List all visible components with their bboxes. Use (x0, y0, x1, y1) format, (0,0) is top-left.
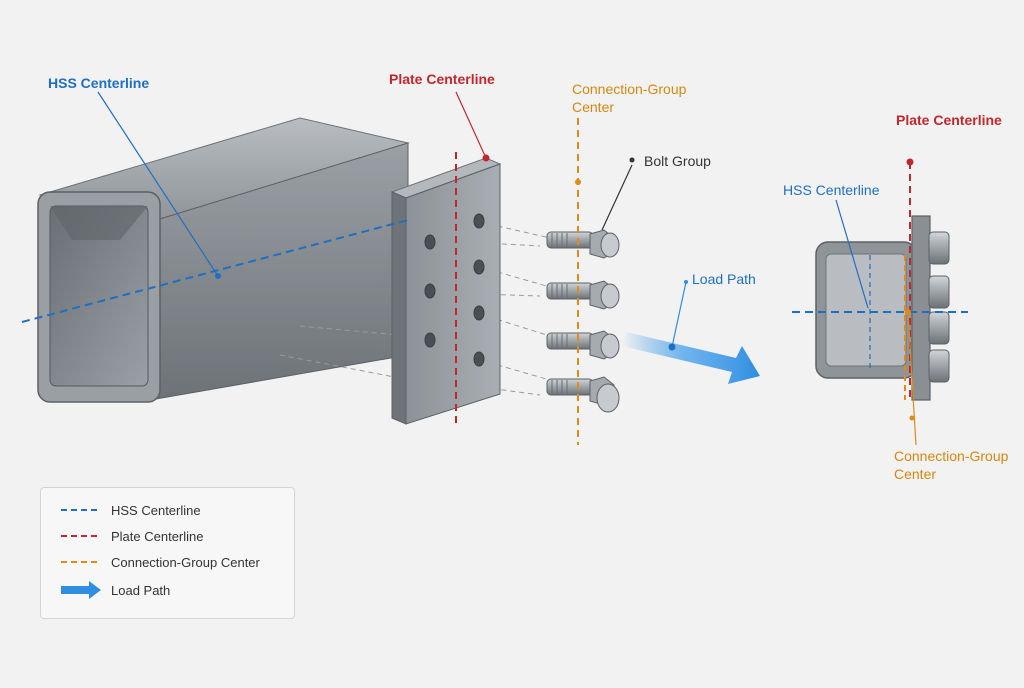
bolt (546, 229, 620, 259)
legend-label: HSS Centerline (111, 502, 201, 518)
legend-item-hss-centerline: HSS Centerline (59, 500, 201, 520)
bolt (546, 280, 620, 310)
legend-item-load-path: Load Path (59, 580, 170, 600)
plate-centerline-label-main: Plate Centerline (389, 71, 495, 87)
hss-centerline-side-leader (835, 199, 869, 309)
bolt (546, 330, 620, 360)
bolt (546, 376, 620, 413)
plate-centerline-label-side: Plate Centerline (896, 112, 1002, 128)
bolt-threads (551, 233, 568, 394)
connection-group-side-leader (907, 311, 917, 446)
bolt-group (546, 229, 620, 413)
load-path-arrow (622, 280, 760, 384)
legend-swatch-plate (61, 535, 101, 537)
side-bolt-heads (928, 231, 950, 383)
legend-item-plate-centerline: Plate Centerline (59, 526, 204, 546)
load-path-arrow-icon (61, 581, 101, 599)
connection-group-center-label-side-1: Connection-Group (894, 448, 1009, 464)
end-plate (390, 157, 502, 425)
connection-group-leader-dot (575, 179, 581, 185)
hss-centerline-leader-dot (215, 273, 221, 279)
bolt-group-label: Bolt Group (644, 153, 711, 169)
bolt-group-leader (601, 164, 633, 231)
load-path-label: Load Path (692, 271, 756, 287)
hss-centerline-label-side: HSS Centerline (783, 182, 880, 198)
legend-label: Connection-Group Center (111, 554, 260, 570)
plate-centerline-leader (455, 91, 487, 159)
legend-swatch-connection-group (61, 561, 101, 563)
connection-group-center-label-main-2: Center (572, 99, 615, 115)
legend: HSS Centerline Plate Centerline Connecti… (40, 487, 295, 619)
hss-tube (37, 117, 410, 403)
legend-label: Load Path (111, 582, 171, 598)
hss-centerline-label-main: HSS Centerline (48, 75, 150, 91)
connection-group-center-label-main-1: Connection-Group (572, 81, 687, 97)
plate-centerline-leader-dot (482, 154, 490, 162)
legend-item-connection-group-center: Connection-Group Center (59, 552, 260, 572)
plate-centerline-side-dot (906, 158, 914, 166)
hss-centerline-leader (97, 91, 219, 277)
legend-swatch-hss (61, 509, 101, 511)
connection-group-center-label-side-2: Center (894, 466, 937, 482)
side-view (792, 158, 968, 446)
legend-label: Plate Centerline (111, 528, 204, 544)
bolt-group-leader-dot (629, 157, 635, 163)
